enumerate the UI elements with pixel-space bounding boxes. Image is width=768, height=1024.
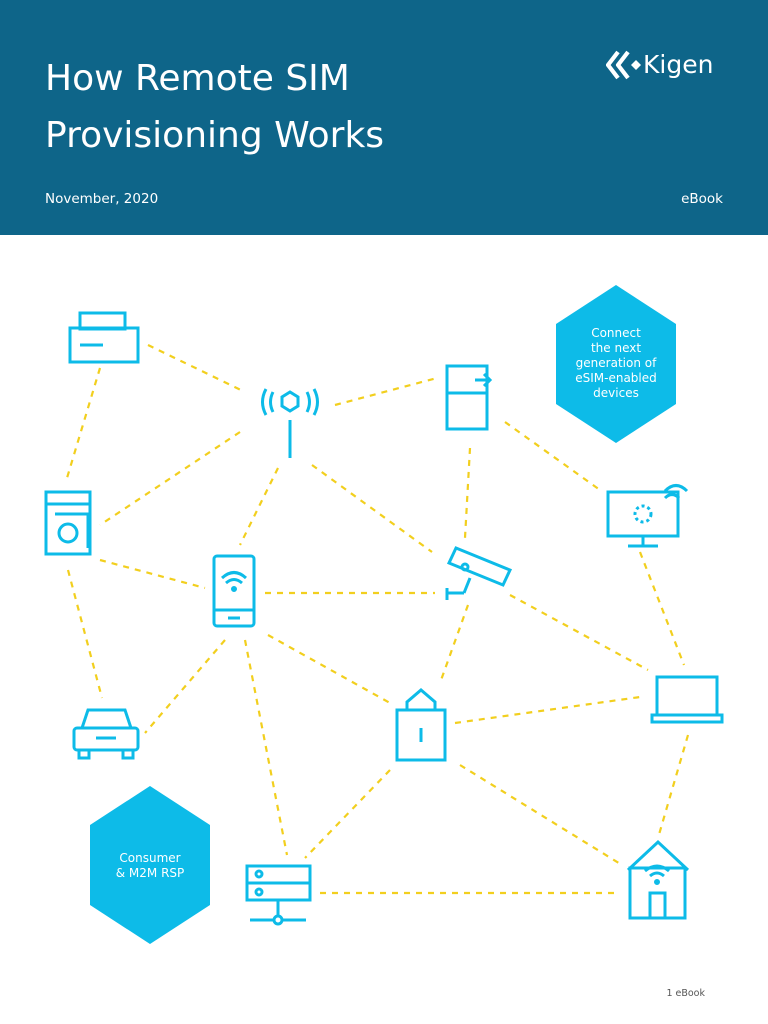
smartphone-icon [212, 554, 256, 628]
car-icon [72, 708, 140, 760]
smart-home-icon [626, 839, 690, 920]
rsp-caption: Consumer & M2M RSP [115, 851, 185, 880]
kigen-logo: Kigen [606, 48, 726, 82]
server-icon [245, 864, 312, 926]
document-type: eBook [681, 191, 723, 207]
refrigerator-icon [445, 364, 493, 431]
hexagon-shape [90, 786, 210, 944]
page-number: 1 eBook [666, 988, 705, 999]
connect-devices-caption: Connect the next generation of eSIM-enab… [575, 326, 657, 400]
smart-tv-icon [606, 484, 689, 548]
padlock-icon [395, 688, 447, 762]
publication-date: November, 2020 [45, 191, 159, 207]
hexagon-shape [556, 285, 676, 443]
device-network-diagram [44, 311, 724, 926]
printer-icon [68, 311, 140, 364]
cell-tower-icon [261, 388, 319, 458]
logo-wordmark: Kigen [643, 50, 714, 79]
network-connections [65, 344, 690, 895]
washing-machine-icon [44, 490, 92, 556]
rsp-hexagon: Consumer & M2M RSP [90, 786, 210, 944]
page-title: How Remote SIM Provisioning Works [45, 58, 385, 156]
laptop-icon [650, 675, 724, 724]
header-banner: How Remote SIM Provisioning Works Novemb… [0, 0, 768, 235]
connect-devices-hexagon: Connect the next generation of eSIM-enab… [556, 285, 676, 443]
kigen-chevron-icon [606, 50, 641, 80]
security-camera-icon [445, 546, 513, 600]
